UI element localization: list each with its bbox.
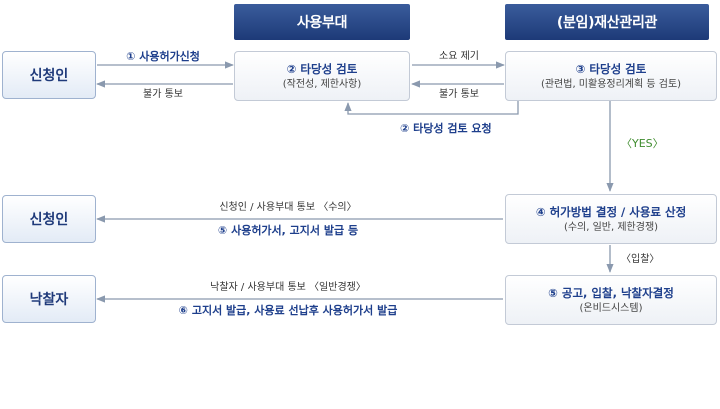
box-notice: ⑤ 공고, 입찰, 낙찰자결정 (온비드시스템) xyxy=(505,275,717,325)
box-decide-title: ④ 허가방법 결정 / 사용료 산정 xyxy=(535,204,687,219)
actor-applicant-mid-label: 신청인 xyxy=(29,212,69,228)
label-reject-top: 불가 통보 xyxy=(143,89,183,100)
box-decide-sub: (수의, 일반, 제한경쟁) xyxy=(563,221,659,233)
box-review-mgr: ③ 타당성 검토 (관련법, 미활용정리계획 등 검토) xyxy=(505,51,717,101)
header-property-mgr-label: (분임)재산관리관 xyxy=(556,15,658,31)
box-review-dept: ② 타당성 검토 (작전성, 제한사항) xyxy=(234,51,410,101)
header-using-dept: 사용부대 xyxy=(234,4,410,40)
actor-winning-bidder: 낙찰자 xyxy=(2,275,96,323)
label-request-review: ② 타당성 검토 요청 xyxy=(400,122,492,135)
actor-winning-bidder-label: 낙찰자 xyxy=(29,292,69,308)
arrow-request-review xyxy=(344,101,519,115)
label-notify-bidder: 낙찰자 / 사용부대 통보 〈일반경쟁〉 xyxy=(210,282,366,293)
actor-applicant-top: 신청인 xyxy=(2,51,96,99)
actor-applicant-mid: 신청인 xyxy=(2,195,96,243)
box-review-mgr-title: ③ 타당성 검토 xyxy=(575,61,647,76)
box-review-dept-title: ② 타당성 검토 xyxy=(286,61,358,76)
label-issue-private: ⑤ 사용허가서, 고지서 발급 등 xyxy=(217,224,359,237)
label-notify-private: 신청인 / 사용부대 통보 〈수의〉 xyxy=(219,202,357,213)
box-decide: ④ 허가방법 결정 / 사용료 산정 (수의, 일반, 제한경쟁) xyxy=(505,194,717,244)
label-reject-mid: 불가 통보 xyxy=(439,89,479,100)
label-yes: 〈YES〉 xyxy=(621,137,664,150)
box-review-mgr-sub: (관련법, 미활용정리계획 등 검토) xyxy=(540,78,682,90)
actor-applicant-top-label: 신청인 xyxy=(29,68,69,84)
header-property-mgr: (분임)재산관리관 xyxy=(505,4,709,40)
label-bid: 〈입찰〉 xyxy=(621,254,660,265)
label-issue-bidder: ⑥ 고지서 발급, 사용료 선납후 사용허가서 발급 xyxy=(178,304,398,317)
header-using-dept-label: 사용부대 xyxy=(296,15,348,31)
box-review-dept-sub: (작전성, 제한사항) xyxy=(282,78,362,90)
label-submit: 소요 제기 xyxy=(439,51,479,62)
box-notice-sub: (온비드시스템) xyxy=(579,302,643,314)
label-apply: ① 사용허가신청 xyxy=(126,50,200,63)
box-notice-title: ⑤ 공고, 입찰, 낙찰자결정 xyxy=(548,285,674,300)
